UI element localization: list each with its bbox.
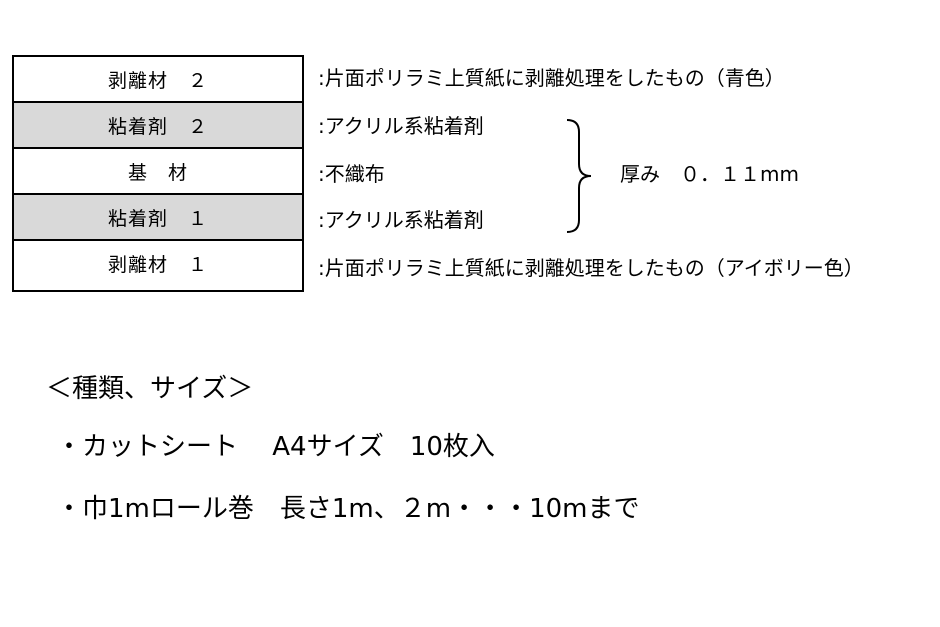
- layer-cell-base-material: 基 材: [14, 149, 302, 193]
- type-item-roll: ・巾1mロール巻 長さ1m、２m・・・10mまで: [56, 494, 640, 524]
- layer-divider: [14, 239, 302, 241]
- type-item-cut-sheet: ・カットシート A4サイズ 10枚入: [56, 432, 495, 462]
- layer-structure-table: 剥離材 ２ 粘着剤 ２ 基 材 粘着剤 １ 剥離材 １: [12, 55, 304, 292]
- layer-description-base-material: :不織布: [318, 162, 385, 186]
- layer-cell-release-liner-2: 剥離材 ２: [14, 57, 302, 101]
- layer-divider: [14, 193, 302, 195]
- layer-description-adhesive-2: :アクリル系粘着剤: [318, 114, 484, 138]
- layer-divider: [14, 147, 302, 149]
- layer-description-release-liner-1: :片面ポリラミ上質紙に剥離処理をしたもの（アイボリー色）: [318, 256, 864, 280]
- thickness-label: 厚み ０．１１mm: [620, 162, 799, 186]
- layer-description-adhesive-1: :アクリル系粘着剤: [318, 208, 484, 232]
- layer-description-release-liner-2: :片面ポリラミ上質紙に剥離処理をしたもの（青色）: [318, 66, 785, 90]
- layer-cell-release-liner-1: 剥離材 １: [14, 241, 302, 285]
- layer-divider: [14, 101, 302, 103]
- types-heading: ＜種類、サイズ＞: [46, 374, 254, 404]
- layer-cell-adhesive-2: 粘着剤 ２: [14, 103, 302, 147]
- curly-brace-icon: [566, 119, 592, 233]
- layer-cell-adhesive-1: 粘着剤 １: [14, 195, 302, 239]
